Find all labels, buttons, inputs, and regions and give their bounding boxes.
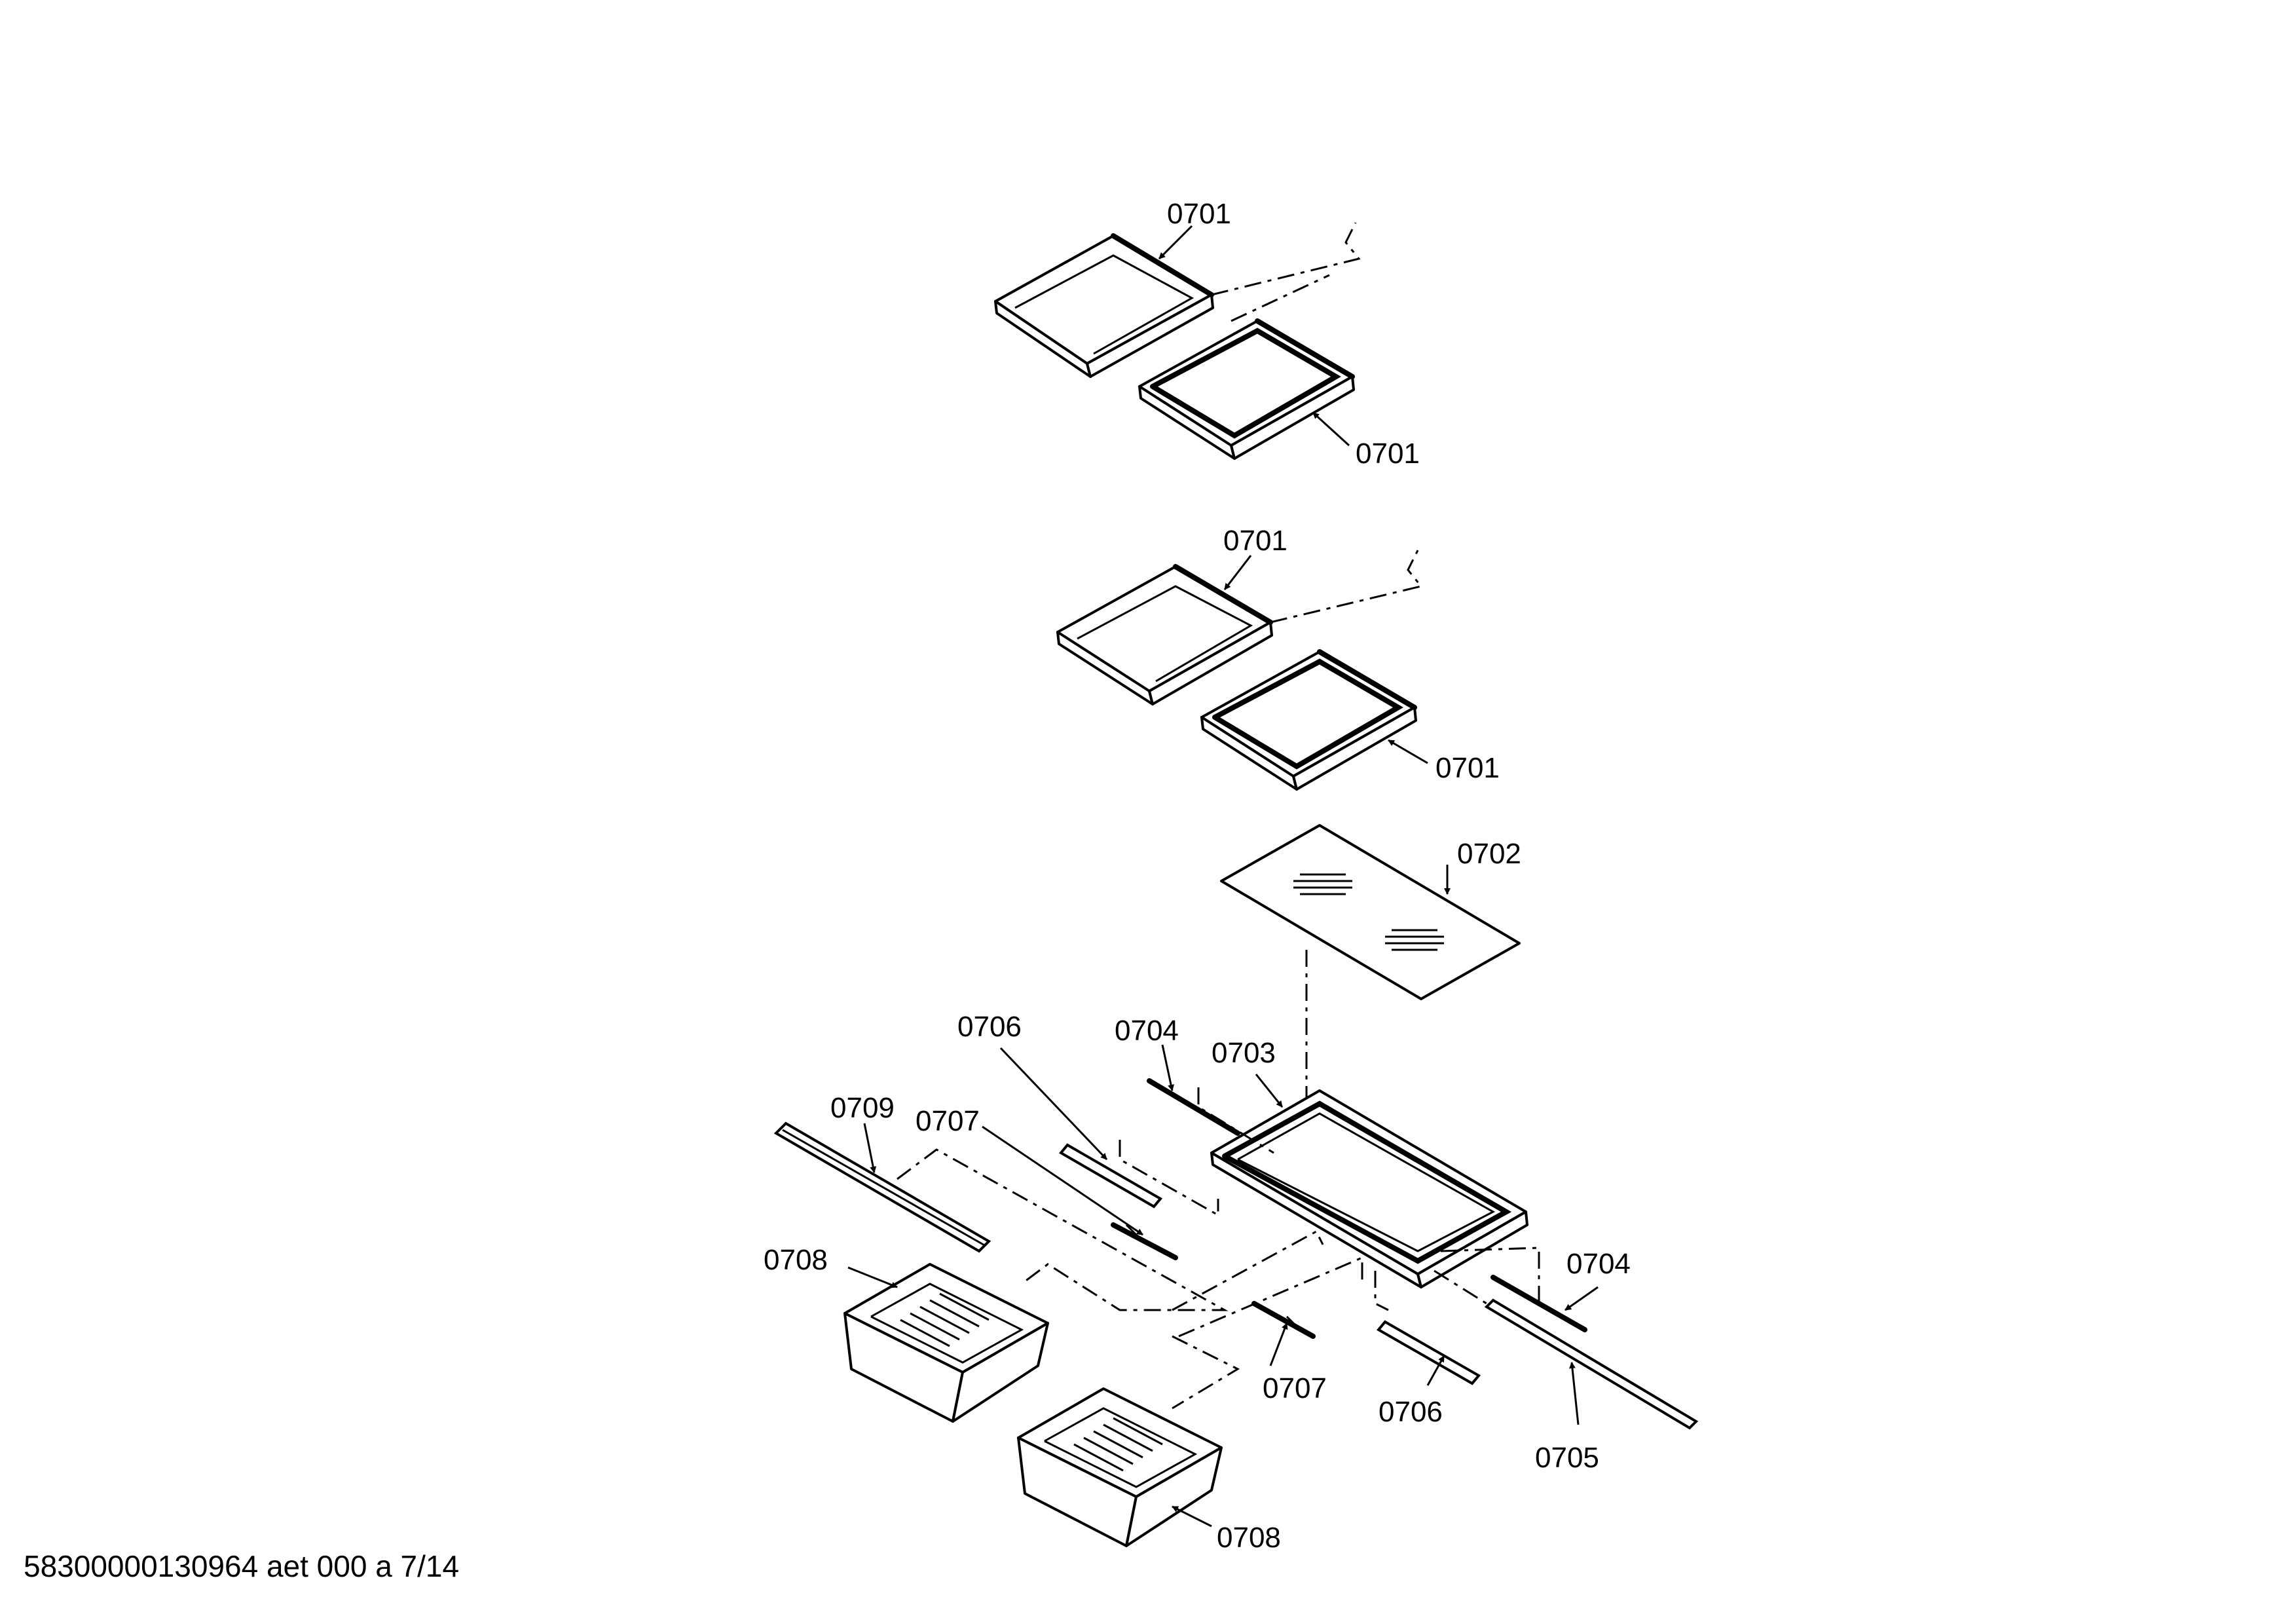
callout-slide-right: 0706 xyxy=(1379,1396,1443,1428)
document-footer-id: 58300000130964 aet 000 a 7/14 xyxy=(24,1549,460,1583)
callout-shelf-frame: 0703 xyxy=(1212,1037,1276,1069)
callout-rail-left: 0704 xyxy=(1115,1015,1179,1047)
slide-right xyxy=(1376,1320,1481,1385)
door-shelf-upper-right xyxy=(1138,318,1355,460)
door-shelf-upper-left xyxy=(994,233,1214,378)
callout-shelf-lower-right: 0701 xyxy=(1435,752,1500,784)
crisper-drawer-left xyxy=(843,1263,1049,1423)
assembly-line-upper xyxy=(1211,222,1361,296)
shelf-frame xyxy=(1210,1089,1528,1288)
bottom-rail xyxy=(1484,1298,1699,1430)
callout-shelf-lower-left: 0701 xyxy=(1223,525,1287,557)
callout-slide-left: 0706 xyxy=(957,1011,1022,1043)
callout-drawer-right: 0708 xyxy=(1217,1522,1281,1554)
clip-left xyxy=(1111,1222,1178,1260)
assembly-line-upper-2 xyxy=(1231,274,1330,322)
assembly-line-lower xyxy=(1270,550,1423,624)
callout-shelf-upper-left: 0701 xyxy=(1167,198,1231,230)
callout-clip-right: 0707 xyxy=(1263,1372,1327,1404)
cover-strip xyxy=(773,1121,991,1253)
callout-rail-right: 0704 xyxy=(1566,1248,1631,1280)
callout-glass-shelf: 0702 xyxy=(1457,838,1521,870)
callout-drawer-left: 0708 xyxy=(764,1244,828,1276)
assembly-line-drawers xyxy=(897,1148,1229,1311)
glass-shelf xyxy=(1220,824,1521,1000)
callout-shelf-upper-right: 0701 xyxy=(1356,438,1420,470)
rail-left xyxy=(1147,1078,1240,1136)
door-shelf-lower-right xyxy=(1200,649,1417,791)
rail-right xyxy=(1491,1275,1587,1332)
clip-right xyxy=(1251,1301,1316,1339)
callout-cover-strip: 0709 xyxy=(830,1092,895,1124)
callout-bottom-rail: 0705 xyxy=(1535,1442,1599,1474)
callout-clip-left: 0707 xyxy=(916,1105,980,1137)
crisper-drawer-right xyxy=(1017,1387,1223,1547)
door-shelf-lower-left xyxy=(1056,564,1273,705)
leader-lines xyxy=(847,225,1599,1528)
slide-left xyxy=(1058,1143,1163,1209)
